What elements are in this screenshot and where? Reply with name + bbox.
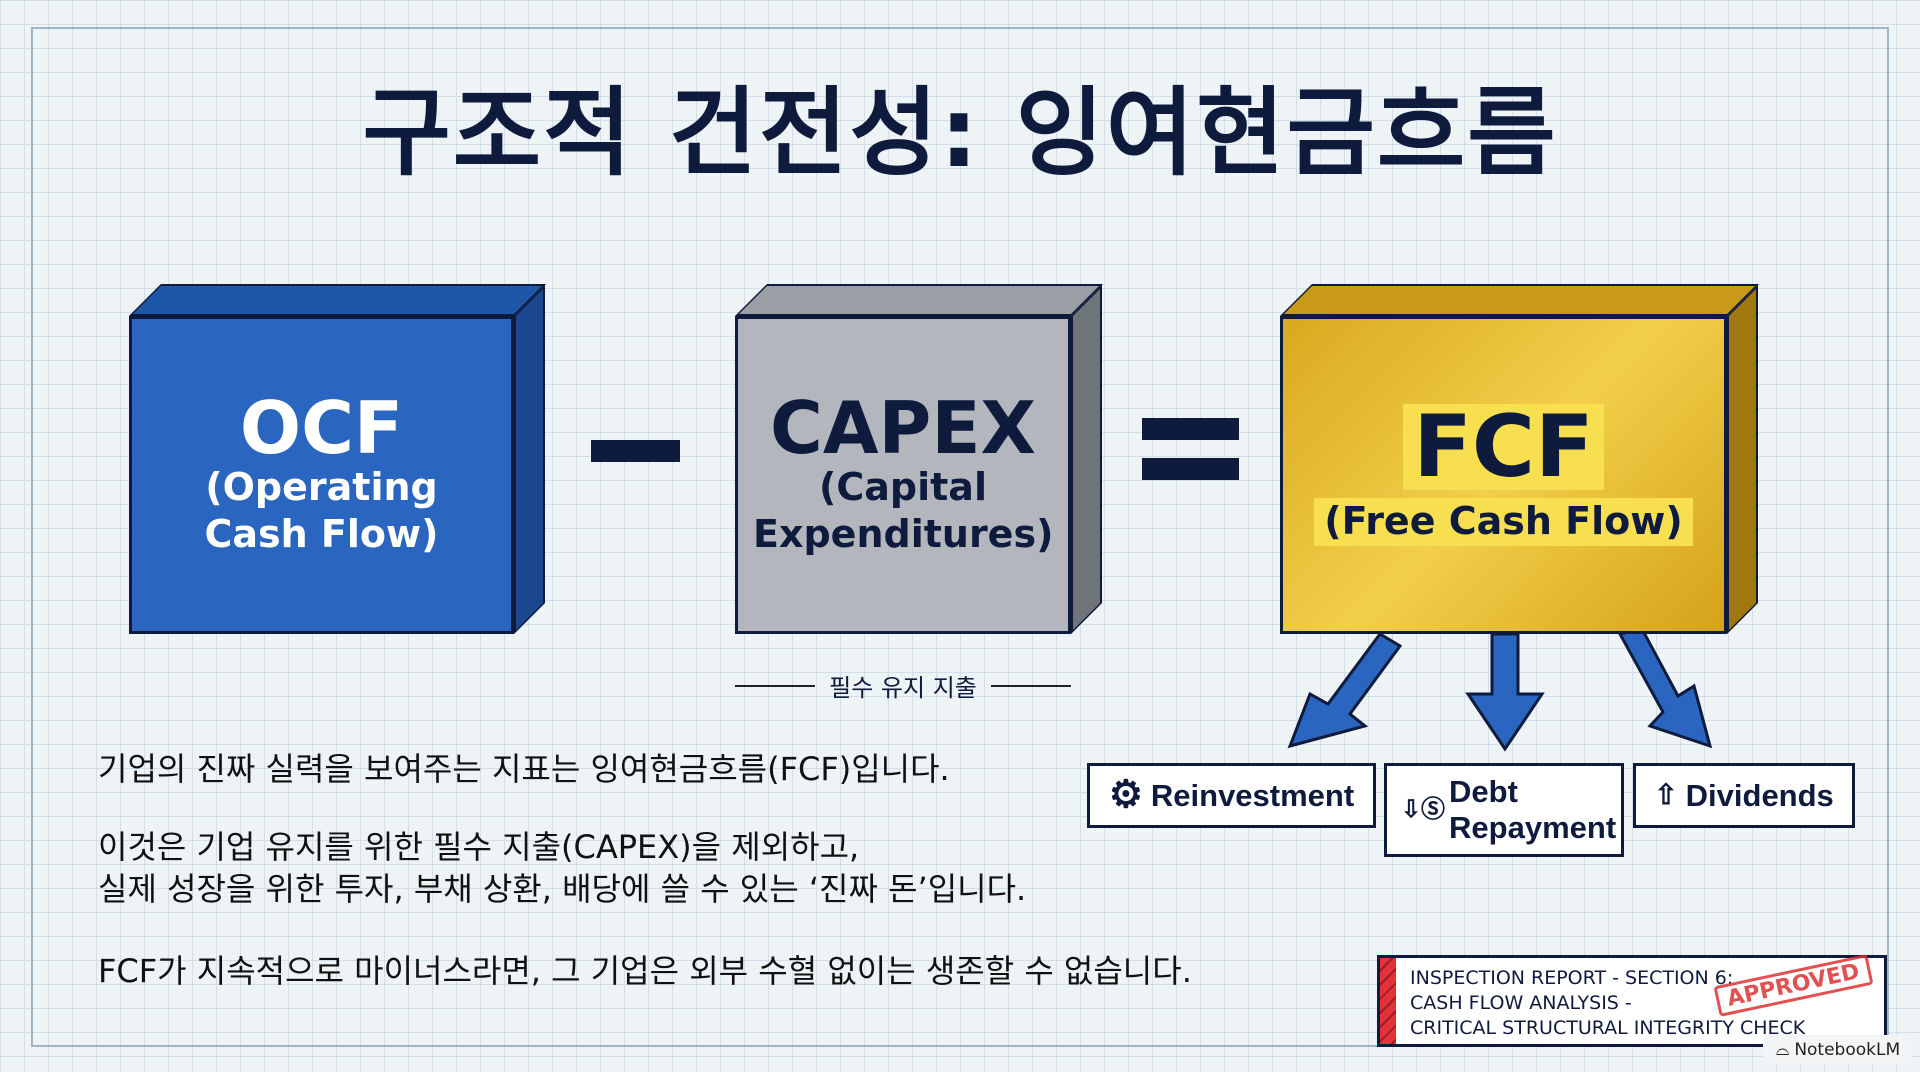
- capex-dimension-label: 필수 유지 지출: [735, 668, 1071, 703]
- fcf-side: [1727, 285, 1758, 634]
- report-line-3: CRITICAL STRUCTURAL INTEGRITY CHECK: [1410, 1017, 1806, 1039]
- hazard-stripe: [1380, 958, 1396, 1044]
- notebooklm-badge: ⌓ NotebookLM: [1763, 1035, 1913, 1065]
- body-line-2: 이것은 기업 유지를 위한 필수 지출(CAPEX)을 제외하고,: [98, 828, 860, 866]
- ocf-full-name: (Operating Cash Flow): [204, 464, 439, 557]
- notebooklm-icon: ⌓: [1775, 1040, 1790, 1060]
- equals-sign-top: [1142, 418, 1239, 440]
- dividends-label: ⇧ Dividends: [1633, 763, 1855, 828]
- inspection-report: INSPECTION REPORT - SECTION 6: CASH FLOW…: [1377, 954, 1887, 1047]
- arrow-dividends: [1618, 634, 1713, 749]
- ocf-box: OCF (Operating Cash Flow): [129, 316, 514, 634]
- gear-icon: ⚙: [1108, 773, 1143, 816]
- page-title: 구조적 건전성: 잉여현금흐름: [362, 77, 1558, 189]
- report-line-1: INSPECTION REPORT - SECTION 6:: [1410, 967, 1734, 989]
- fcf-full-name: (Free Cash Flow): [1314, 498, 1693, 546]
- blueprint-frame: [31, 27, 1889, 1047]
- debt-repayment-label: ⇩Ⓢ Debt Repayment: [1384, 763, 1624, 857]
- coins-up-icon: ⇧: [1654, 779, 1678, 811]
- ocf-acronym: OCF: [239, 385, 404, 470]
- reinvestment-label: ⚙ Reinvestment: [1087, 763, 1376, 828]
- dividends-text: Dividends: [1685, 777, 1834, 813]
- capex-top: [735, 284, 1103, 316]
- report-line-2: CASH FLOW ANALYSIS -: [1410, 992, 1632, 1014]
- body-line-3: 실제 성장을 위한 투자, 부채 상환, 배당에 쓸 수 있는 ‘진짜 돈’입니…: [98, 870, 1027, 908]
- fcf-top: [1280, 284, 1759, 316]
- equals-sign-bottom: [1142, 458, 1239, 480]
- arrow-debt: [1465, 634, 1545, 752]
- body-line-4: FCF가 지속적으로 마이너스라면, 그 기업은 외부 수혈 없이는 생존할 수…: [98, 952, 1192, 990]
- coin-down-icon: ⇩Ⓢ: [1400, 796, 1446, 824]
- fcf-acronym: FCF: [1403, 404, 1604, 491]
- minus-sign: [591, 440, 680, 462]
- body-line-1: 기업의 진짜 실력을 보여주는 지표는 잉여현금흐름(FCF)입니다.: [98, 750, 950, 788]
- reinvestment-text: Reinvestment: [1150, 777, 1355, 813]
- capex-side: [1071, 285, 1102, 634]
- ocf-side: [514, 285, 545, 634]
- arrow-reinvestment: [1287, 634, 1403, 749]
- flow-arrows: [1287, 634, 1713, 752]
- notebooklm-text: NotebookLM: [1794, 1040, 1901, 1060]
- debt-repayment-text: Debt Repayment: [1449, 774, 1617, 845]
- capex-full-name: (Capital Expenditures): [753, 464, 1054, 557]
- capex-acronym: CAPEX: [769, 385, 1037, 470]
- ocf-top: [129, 284, 546, 316]
- fcf-box: FCF (Free Cash Flow): [1280, 316, 1727, 634]
- capex-box: CAPEX (Capital Expenditures): [735, 316, 1071, 634]
